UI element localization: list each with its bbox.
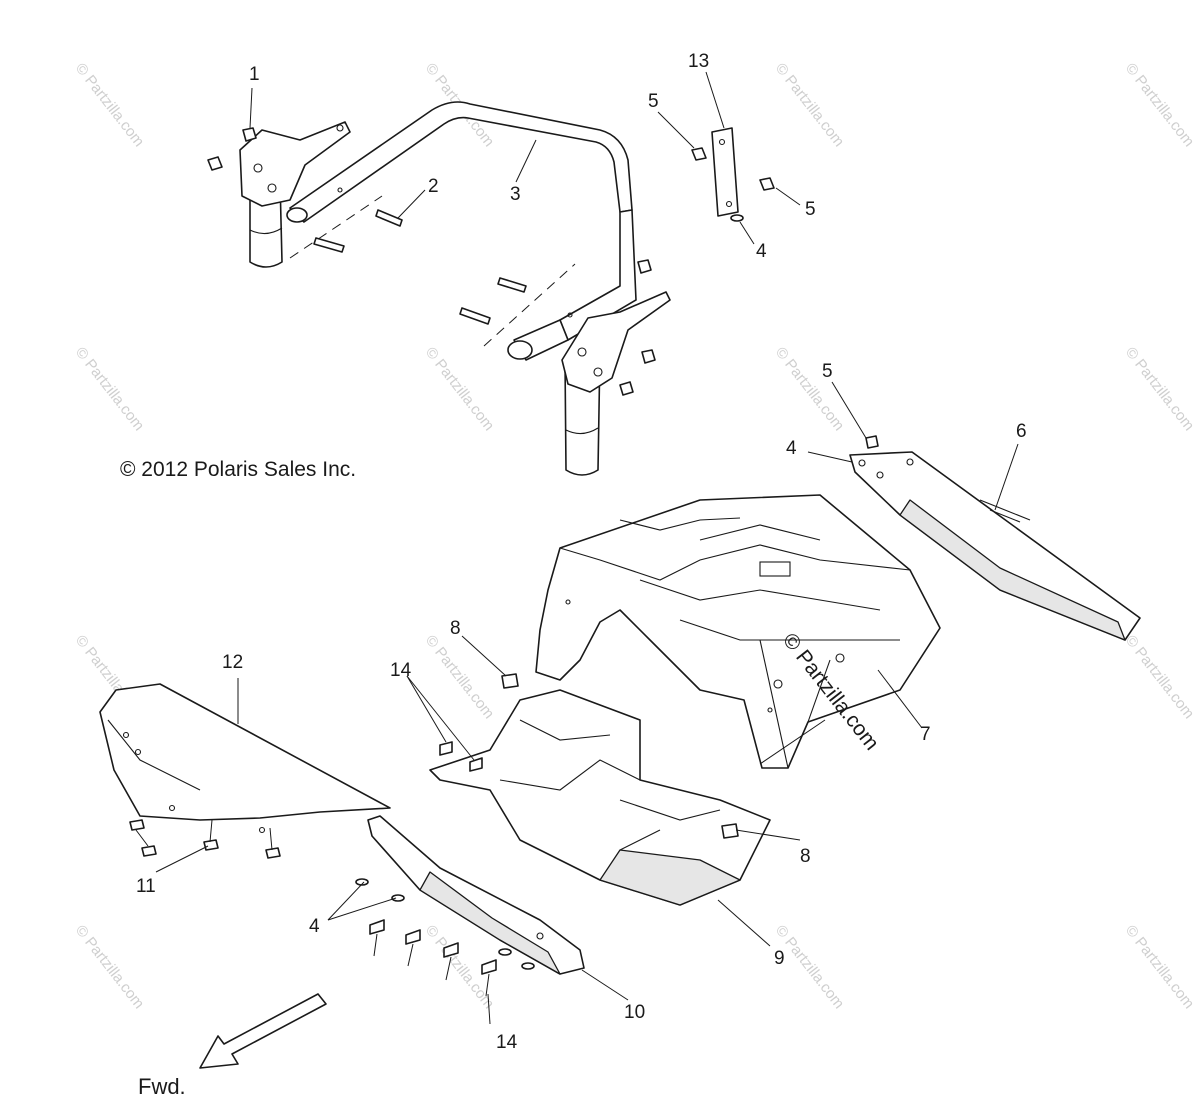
callout-4-lower: 4 — [309, 916, 320, 937]
fasteners-8 — [501, 673, 739, 839]
callout-3: 3 — [510, 184, 521, 205]
callout-9: 9 — [774, 948, 785, 969]
callout-labels: 1 2 3 13 5 5 4 5 4 6 7 8 8 9 10 11 12 14… — [136, 51, 1027, 1053]
callout-13: 13 — [688, 51, 709, 72]
fasteners-11 — [129, 819, 281, 859]
forward-arrow-icon — [199, 993, 327, 1069]
callout-6: 6 — [1016, 421, 1027, 442]
watermark: © Partzilla.com — [1122, 632, 1198, 722]
watermark: © Partzilla.com — [1122, 344, 1198, 434]
nut-icon — [242, 127, 257, 142]
callout-4-top: 4 — [756, 241, 767, 262]
roll-bar-assembly — [207, 101, 671, 476]
watermark: © Partzilla.com — [422, 344, 498, 434]
callout-4-panel: 4 — [786, 438, 797, 459]
fasteners-14 — [355, 741, 535, 997]
callout-8-lower: 8 — [800, 846, 811, 867]
callout-2: 2 — [428, 176, 439, 197]
callout-7: 7 — [920, 724, 931, 745]
watermark: © Partzilla.com — [1122, 60, 1198, 150]
callout-8-upper: 8 — [450, 618, 461, 639]
callout-11: 11 — [136, 876, 156, 897]
callout-5-right: 5 — [805, 199, 816, 220]
callout-10: 10 — [624, 1002, 645, 1023]
cover-panel-6 — [849, 435, 1141, 641]
rail-panel-10 — [367, 815, 585, 975]
callout-12: 12 — [222, 652, 243, 673]
watermark: © Partzilla.com — [72, 60, 148, 150]
callout-1: 1 — [249, 64, 260, 85]
lower-panel-9 — [429, 689, 771, 906]
callout-5-panel: 5 — [822, 361, 833, 382]
watermark: © Partzilla.com — [1122, 922, 1198, 1012]
main-body-7 — [535, 494, 941, 769]
skid-plate-12 — [99, 683, 391, 834]
callout-14-lower: 14 — [496, 1032, 518, 1053]
forward-direction-label: Fwd. — [138, 1074, 186, 1099]
strap-bracket — [691, 127, 775, 222]
watermark: © Partzilla.com — [72, 922, 148, 1012]
nut-icon — [207, 156, 223, 171]
callout-5-top: 5 — [648, 91, 659, 112]
watermark: © Partzilla.com — [72, 344, 148, 434]
leader-lines — [155, 71, 1019, 1025]
watermark: © Partzilla.com — [772, 60, 848, 150]
callout-14-upper: 14 — [390, 660, 412, 681]
copyright-notice: © 2012 Polaris Sales Inc. — [120, 458, 357, 481]
